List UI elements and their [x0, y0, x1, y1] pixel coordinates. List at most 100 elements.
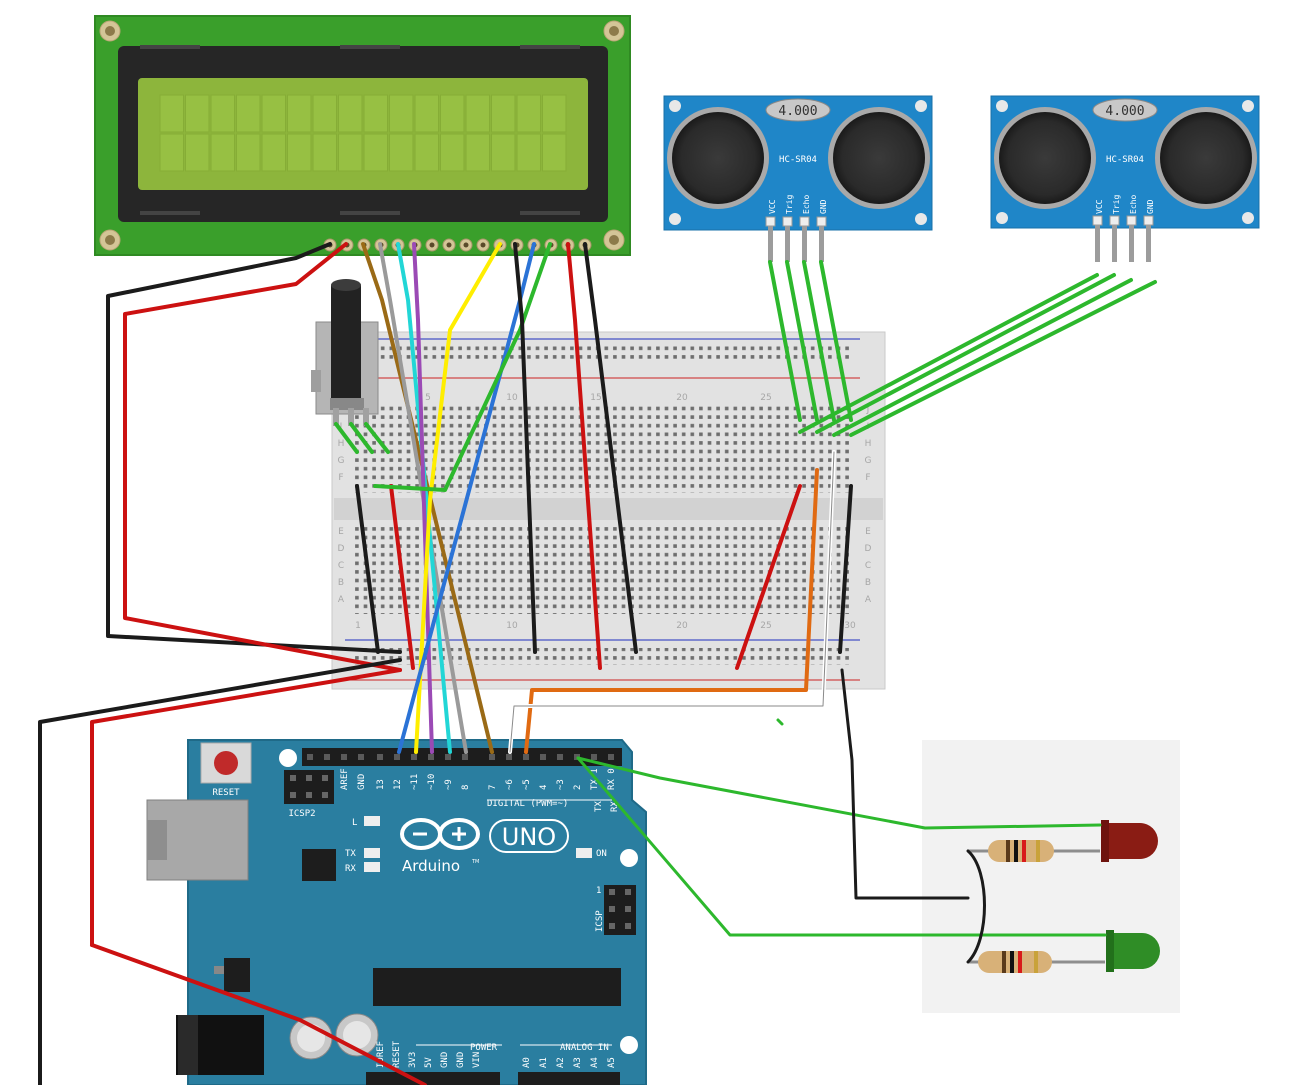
digital-pin-label: ~10 — [427, 774, 437, 790]
sensor-2-pin-echo-label: Echo — [1129, 195, 1138, 214]
breadboard-row-label: J — [866, 405, 870, 415]
breadboard-row-label: E — [865, 527, 871, 537]
wire-black-led-gnd — [840, 668, 970, 900]
icsp2-label: ICSP2 — [288, 809, 315, 819]
wire-sensor1-gnd — [819, 260, 853, 422]
digital-pin-label: 4 — [539, 785, 549, 790]
lcd-char-cell — [465, 94, 490, 133]
breadboard-row-label: C — [338, 561, 344, 571]
trademark-label: TM — [471, 859, 479, 865]
wire-sensor2-gnd — [849, 280, 1157, 437]
wire-white-echo-outline — [509, 451, 835, 753]
breadboard-row-label: I — [340, 422, 343, 432]
breadboard-center-channel — [334, 498, 883, 520]
wire-yellow-lcd — [414, 242, 502, 754]
breadboard-row-label: G — [338, 456, 345, 466]
wire-sensor2-vcc — [798, 273, 1099, 434]
analog-label: ANALOG IN — [560, 1043, 609, 1053]
breadboard-row-label: C — [865, 561, 871, 571]
breadboard-row-label: H — [865, 439, 872, 449]
breadboard-column-label: 5 — [425, 393, 431, 403]
sensor-1-model-label: HC-SR04 — [779, 155, 817, 165]
wire-sensor1-echo — [802, 260, 836, 422]
power-header — [366, 1072, 500, 1085]
sensor-2-crystal — [1092, 98, 1158, 122]
digital-pin-label: 7 — [488, 785, 498, 790]
led-panel — [922, 740, 1180, 1013]
wire-red-rail-1 — [389, 484, 415, 670]
wire-red-sensor-vcc — [735, 484, 802, 670]
power-pin-label: 3V3 — [408, 1052, 418, 1068]
breadboard-column-label: 10 — [506, 393, 518, 403]
lcd-char-cell — [236, 133, 261, 172]
sensor-1-crystal — [765, 98, 831, 122]
potentiometer — [311, 279, 379, 426]
digital-pin-label: GND — [357, 774, 367, 790]
digital-pin-label: ~3 — [556, 779, 566, 790]
microcontroller — [373, 968, 621, 1006]
wire-purple-lcd — [412, 242, 434, 754]
sensor-2-pin-vcc-label: VCC — [1095, 199, 1104, 214]
digital-pin-label: ~11 — [410, 774, 420, 790]
breadboard-column-label: 1 — [355, 621, 361, 631]
sensor-2-pin-labels: VCC Trig Echo GND — [1095, 195, 1155, 214]
lcd-char-cell — [542, 133, 567, 172]
breadboard-row-label: D — [865, 544, 872, 554]
wire-black-led-return — [966, 849, 986, 964]
digital-pin-label: AREF — [340, 768, 350, 790]
analog-pin-label: A3 — [573, 1057, 583, 1068]
uno-label: UNO — [502, 823, 556, 851]
lcd-char-cell — [159, 94, 184, 133]
lcd-char-cell — [287, 133, 312, 172]
breadboard-row-label: F — [338, 473, 343, 483]
sensor-2-pin-gnd-label: GND — [1146, 199, 1155, 214]
breadboard-column-label: 20 — [676, 621, 688, 631]
lcd-char-cell — [261, 94, 286, 133]
wire-red-lcd-vcc — [123, 242, 402, 672]
ultrasonic-sensor-1: 4.000 HC-SR04 VCC Trig Echo GND — [663, 95, 933, 262]
uno-badge — [489, 819, 569, 853]
lcd-module — [94, 15, 631, 256]
usb-chip — [302, 849, 336, 881]
wire-black-lcd-3 — [583, 242, 638, 654]
analog-pin-label: A1 — [539, 1057, 549, 1068]
wire-sensor2-trig — [815, 273, 1116, 434]
analog-pin-label: A4 — [590, 1057, 600, 1068]
lcd-char-cell — [389, 133, 414, 172]
wire-black-arduino-gnd — [38, 658, 402, 1085]
led-l-label: L — [352, 818, 357, 828]
rx-arrow-label: RX — [610, 801, 620, 812]
breadboard-row-label: B — [865, 578, 871, 588]
brand-label: Arduino — [402, 857, 460, 875]
digital-pin-label: ~6 — [505, 779, 515, 790]
lcd-char-cell — [516, 94, 541, 133]
icsp-header — [604, 885, 636, 935]
power-pin-label: 5V — [424, 1057, 434, 1068]
wire-green-led-green — [576, 756, 1107, 937]
led-green — [1110, 933, 1160, 969]
wire-black-lcd-2 — [513, 242, 537, 654]
led-on-label: ON — [596, 849, 607, 859]
lcd-char-cell — [287, 94, 312, 133]
breadboard-row-label: B — [338, 578, 344, 588]
sensor-2-model-label: HC-SR04 — [1106, 155, 1144, 165]
lcd-char-cell — [338, 94, 363, 133]
led-tx-label: TX — [345, 849, 356, 859]
lcd-char-cell — [236, 94, 261, 133]
power-pin-label: RESET — [392, 1040, 402, 1068]
analog-header — [518, 1072, 620, 1085]
breadboard-row-label: E — [338, 527, 344, 537]
digital-pin-label: 2 — [573, 785, 583, 790]
breadboard-column-label: 30 — [844, 621, 856, 631]
breadboard-bottom-rail-holes — [352, 648, 852, 665]
lcd-char-cell — [516, 133, 541, 172]
power-pin-label: IOREF — [376, 1041, 386, 1068]
lcd-char-cell — [440, 133, 465, 172]
lcd-char-cell — [542, 94, 567, 133]
analog-pin-label: A5 — [607, 1057, 617, 1068]
lcd-char-cell — [363, 94, 388, 133]
wire-black-sensor-gnd — [838, 484, 853, 654]
lcd-char-cell — [185, 94, 210, 133]
sensor-1-pin-echo-label: Echo — [802, 195, 811, 214]
